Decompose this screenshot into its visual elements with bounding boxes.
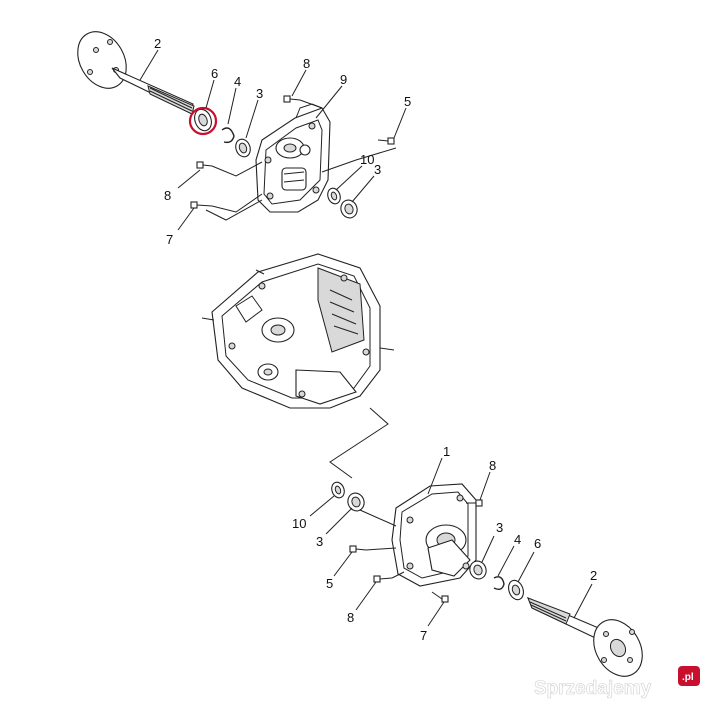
label-bottom-10: 10 — [292, 516, 306, 531]
label-bottom-6: 6 — [534, 536, 541, 551]
label-bottom-2: 2 — [590, 568, 597, 583]
bolt-bottom-5 — [349, 545, 367, 553]
label-top-4: 4 — [234, 74, 241, 89]
watermark-badge — [678, 666, 700, 686]
label-top-6: 6 — [211, 66, 218, 81]
label-top-10: 10 — [360, 152, 374, 167]
label-top-9: 9 — [340, 72, 347, 87]
bolt-top-5 — [377, 137, 395, 145]
axle-shaft-bottom — [526, 596, 643, 677]
label-top-3: 3 — [256, 86, 263, 101]
bolt-bottom-8 — [466, 499, 483, 507]
bolt-top-8 — [283, 95, 301, 103]
leaders-top — [139, 49, 407, 231]
watermark-text: Sprzedajemy — [534, 678, 652, 699]
bearing-top — [235, 138, 251, 158]
case-half-top — [255, 103, 331, 213]
watermark: Sprzedajemy .pl — [534, 666, 700, 699]
bolt-top-8b — [196, 161, 213, 169]
seal-bottom-10 — [331, 481, 345, 499]
circlip-bottom — [493, 576, 505, 591]
assembly-guide-lines — [205, 199, 389, 479]
label-bottom-3: 3 — [316, 534, 323, 549]
label-top-3b: 3 — [374, 162, 381, 177]
bearing-bottom-left — [347, 492, 365, 512]
case-half-bottom — [391, 483, 477, 587]
highlight-circle — [188, 106, 218, 136]
bolt-bottom-7 — [431, 591, 449, 603]
circlip-top — [221, 127, 235, 144]
label-bottom-8: 8 — [489, 458, 496, 473]
label-bottom-7: 7 — [420, 628, 427, 643]
dowel-pins-middle — [201, 269, 395, 351]
bearing-bottom-right — [469, 560, 487, 580]
label-top-7: 7 — [166, 232, 173, 247]
oil-seal-highlighted — [188, 106, 218, 136]
label-bottom-5: 5 — [326, 576, 333, 591]
label-top-5: 5 — [404, 94, 411, 109]
leaders-bottom — [309, 457, 593, 627]
axle-shaft-top — [77, 31, 195, 115]
part-labels: 2 6 4 3 8 9 5 10 3 8 7 1 8 10 3 3 4 6 2 … — [154, 36, 597, 643]
seal-top-10 — [327, 187, 341, 205]
label-top-2: 2 — [154, 36, 161, 51]
label-bottom-8b: 8 — [347, 610, 354, 625]
bearing-top-right — [340, 199, 358, 219]
bolt-bottom-8b — [373, 575, 393, 583]
label-bottom-1: 1 — [443, 444, 450, 459]
label-top-8b: 8 — [164, 188, 171, 203]
bolt-top-7 — [190, 201, 213, 209]
gearbox-main-case — [211, 253, 381, 409]
label-top-8: 8 — [303, 56, 310, 71]
oil-seal-bottom — [508, 579, 524, 601]
watermark-badge-text: .pl — [682, 672, 694, 683]
label-bottom-3b: 3 — [496, 520, 503, 535]
label-bottom-4: 4 — [514, 532, 521, 547]
